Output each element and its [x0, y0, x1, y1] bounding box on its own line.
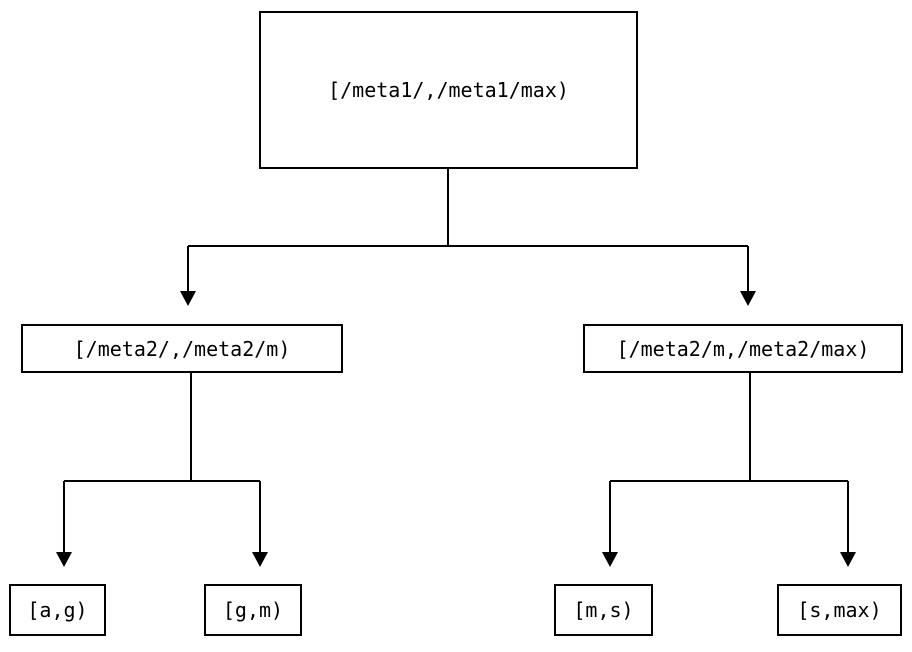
node-leaf-ag[interactable]: [a,g) [9, 584, 106, 636]
node-mid-left[interactable]: [/meta2/,/meta2/m) [21, 324, 343, 373]
arrow-head-icon [740, 291, 756, 306]
node-mid-right-label: [/meta2/m,/meta2/max) [616, 336, 870, 361]
node-root-label: [/meta1/,/meta1/max) [328, 78, 569, 102]
node-leaf-ms-label: [m,s) [573, 598, 634, 622]
arrow-head-icon [180, 291, 196, 306]
edge-mid-right-to-ms [602, 373, 751, 567]
node-leaf-ag-label: [a,g) [27, 598, 88, 622]
node-mid-left-label: [/meta2/,/meta2/m) [73, 336, 291, 361]
arrow-head-icon [252, 552, 268, 567]
edge-mid-left-to-ag [56, 373, 192, 567]
edge-root-to-mid-right [448, 245, 756, 306]
arrow-head-icon [840, 552, 856, 567]
node-mid-right[interactable]: [/meta2/m,/meta2/max) [583, 324, 903, 373]
edge-root-to-mid-left [180, 169, 449, 306]
edge-mid-right-to-smax [750, 480, 856, 567]
arrow-head-icon [602, 552, 618, 567]
edge-mid-left-to-gm [191, 480, 268, 567]
node-leaf-gm[interactable]: [g,m) [204, 584, 302, 636]
node-leaf-ms[interactable]: [m,s) [554, 584, 653, 636]
arrow-head-icon [56, 552, 72, 567]
node-leaf-smax-label: [s,max) [797, 598, 882, 622]
node-leaf-smax[interactable]: [s,max) [777, 584, 902, 636]
node-leaf-gm-label: [g,m) [222, 598, 284, 622]
node-root[interactable]: [/meta1/,/meta1/max) [259, 11, 638, 169]
